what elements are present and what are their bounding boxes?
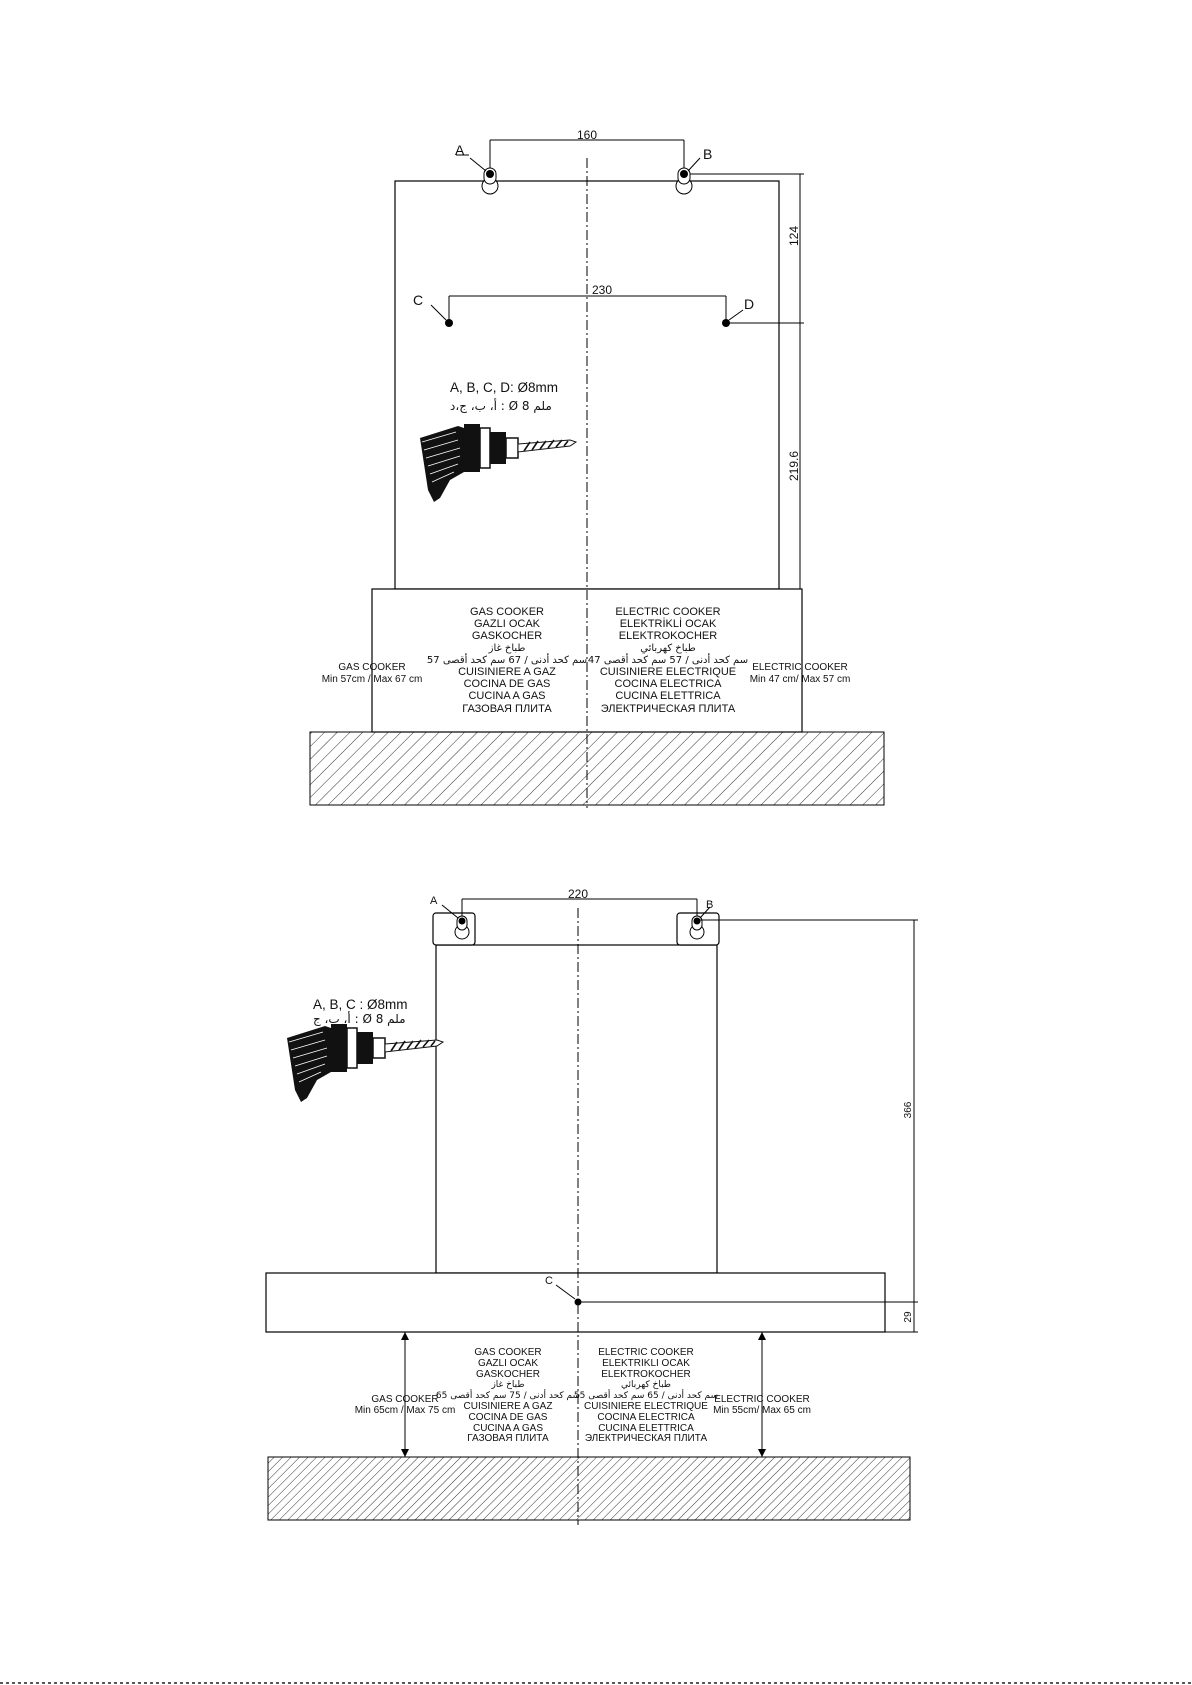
- top-gas-line: CUISINIERE A GAZ: [458, 666, 556, 678]
- bottom-electric-line: ELEKTRIKLI OCAK: [602, 1358, 690, 1369]
- bottom-electric-line: COCINA ELECTRICA: [597, 1412, 695, 1423]
- bottom-hole-c: [574, 1298, 582, 1306]
- top-point-c: C: [413, 292, 423, 308]
- top-electric-line: CUISINIERE ELECTRIQUE: [600, 666, 736, 678]
- top-hole-c: [445, 319, 453, 327]
- top-gas-line: 57 سم كحد أدنى / 67 سم كحد أقصى: [427, 653, 587, 666]
- top-electric-line: ELEKTROKOCHER: [619, 630, 717, 642]
- bottom-gas-line: GAZLI OCAK: [478, 1358, 538, 1369]
- top-worktop: [309, 731, 885, 806]
- bottom-dimension-vertical-small: 29: [903, 1311, 914, 1323]
- top-electric-line: 47 سم كحد أدنى / 57 سم كحد أقصى: [588, 653, 748, 666]
- bottom-electric-line: 55 سم كحد أدنى / 65 سم كحد أقصى: [574, 1389, 718, 1401]
- bottom-gas-side-range: Min 65cm / Max 75 cm: [355, 1405, 456, 1416]
- top-dimension-cd: 230: [592, 283, 612, 297]
- top-dimension-vertical-lower: 219.6: [787, 451, 801, 481]
- top-hole-note-arabic: أ، ب، ج،د : Ø 8 ملم: [450, 398, 552, 413]
- top-electric-line: CUCINA ELETTRICA: [615, 690, 721, 702]
- bottom-electric-line: ЭЛЕКТРИЧЕСКАЯ ПЛИТА: [585, 1433, 708, 1444]
- bottom-diagram: 220 A B 366 29 C A, B, C : Ø8mm أ، ب، ج …: [265, 887, 918, 1525]
- top-hole-d: [722, 319, 730, 327]
- bottom-hood-chimney: [435, 944, 718, 1274]
- top-gas-side-range: Min 57cm / Max 67 cm: [322, 674, 423, 685]
- bottom-dimension-ab: 220: [568, 887, 588, 901]
- top-keyhole-b: [675, 167, 693, 195]
- top-electric-line: طباخ كهربائي: [640, 643, 696, 654]
- top-gas-line: GAZLI OCAK: [474, 618, 541, 630]
- top-electric-line: ЭЛЕКТРИЧЕСКАЯ ПЛИТА: [601, 703, 736, 715]
- bottom-gas-line: COCINA DE GAS: [469, 1412, 548, 1423]
- top-electric-side-range: Min 47 cm/ Max 57 cm: [750, 674, 851, 685]
- top-point-d: D: [744, 296, 754, 312]
- top-hole-note: A, B, C, D: Ø8mm: [450, 380, 558, 395]
- bottom-gas-side-label: GAS COOKER: [371, 1394, 438, 1405]
- top-gas-line: GAS COOKER: [470, 606, 544, 618]
- bottom-gas-line: طباخ غاز: [490, 1380, 524, 1390]
- bottom-gas-line: 65 سم كحد أدنى / 75 سم كحد أقصى: [436, 1389, 580, 1401]
- top-gas-line: ГАЗОВАЯ ПЛИТА: [462, 703, 552, 715]
- bottom-gas-line: CUISINIERE A GAZ: [464, 1401, 553, 1412]
- bottom-electric-line: CUISINIERE ELECTRIQUE: [584, 1401, 708, 1412]
- top-gas-line: طباخ غاز: [488, 643, 526, 654]
- bottom-electric-side-range: Min 55cm/ Max 65 cm: [713, 1405, 811, 1416]
- top-keyhole-a: [481, 167, 499, 195]
- top-diagram: 160 A B 124 219.6 230 C D: [309, 128, 885, 808]
- bottom-electric-line: طباخ كهربائي: [621, 1380, 671, 1390]
- bottom-gas-line: GASKOCHER: [476, 1369, 540, 1380]
- top-gas-side-label: GAS COOKER: [338, 662, 405, 673]
- drill-icon: [286, 1023, 444, 1103]
- bottom-electric-line: ELEKTROKOCHER: [601, 1369, 690, 1380]
- bottom-point-a: A: [430, 895, 438, 907]
- top-electric-text-block: ELECTRIC COOKER ELEKTRİKLİ OCAK ELEKTROK…: [588, 606, 748, 715]
- top-gas-line: COCINA DE GAS: [464, 678, 551, 690]
- top-electric-line: ELEKTRİKLİ OCAK: [620, 617, 717, 630]
- bottom-electric-side-label: ELECTRIC COOKER: [714, 1394, 810, 1405]
- bottom-point-b: B: [706, 899, 713, 911]
- bottom-keyhole-a: [454, 915, 470, 940]
- top-gas-text-block: GAS COOKER GAZLI OCAK GASKOCHER طباخ غاز…: [427, 606, 587, 715]
- bottom-point-c: C: [545, 1275, 553, 1287]
- bottom-gas-line: GAS COOKER: [474, 1347, 541, 1358]
- top-dimension-vertical-upper: 124: [787, 226, 801, 246]
- bottom-hole-note: A, B, C : Ø8mm: [313, 997, 408, 1012]
- bottom-gas-line: ГАЗОВАЯ ПЛИТА: [467, 1433, 549, 1444]
- bottom-electric-line: CUCINA ELETTRICA: [598, 1423, 694, 1434]
- bottom-keyhole-b: [689, 915, 705, 940]
- top-gas-line: CUCINA A GAS: [468, 690, 545, 702]
- bottom-electric-line: ELECTRIC COOKER: [598, 1347, 694, 1358]
- top-electric-side-label: ELECTRIC COOKER: [752, 662, 848, 673]
- top-electric-line: COCINA ELECTRICA: [615, 678, 723, 690]
- bottom-dimension-vertical-main: 366: [903, 1101, 914, 1118]
- top-point-b: B: [703, 146, 712, 162]
- top-electric-line: ELECTRIC COOKER: [615, 606, 720, 618]
- bottom-electric-text-block: ELECTRIC COOKER ELEKTRIKLI OCAK ELEKTROK…: [574, 1347, 718, 1444]
- top-gas-line: GASKOCHER: [472, 630, 542, 642]
- bottom-gas-text-block: GAS COOKER GAZLI OCAK GASKOCHER طباخ غاز…: [436, 1347, 580, 1444]
- top-dimension-ab: 160: [577, 128, 597, 142]
- bottom-gas-line: CUCINA A GAS: [473, 1423, 543, 1434]
- bottom-hole-note-arabic: أ، ب، ج : Ø 8 ملم: [313, 1011, 406, 1026]
- top-point-a: A: [455, 142, 465, 158]
- bottom-worktop: [267, 1456, 911, 1521]
